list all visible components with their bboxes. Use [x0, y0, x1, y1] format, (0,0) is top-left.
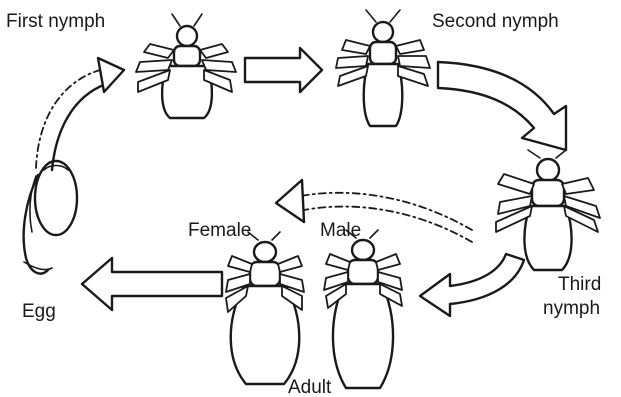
- label-adult: Adult: [288, 377, 332, 397]
- label-third-line1: Third: [558, 274, 601, 295]
- label-first-nymph: First nymph: [6, 11, 105, 32]
- first-nymph-illustration: [136, 14, 236, 118]
- arrow-third-to-male: [420, 254, 524, 316]
- arrow-first-to-second-nymph: [245, 48, 322, 92]
- arrow-second-to-third-nymph: [438, 62, 566, 150]
- label-second-nymph: Second nymph: [432, 11, 559, 32]
- egg-illustration: [24, 161, 77, 274]
- arrow-adults-to-egg: [82, 258, 222, 310]
- third-nymph-illustration: [496, 150, 600, 270]
- arrow-egg-to-first-nymph: [36, 58, 124, 170]
- second-nymph-illustration: [336, 10, 430, 126]
- male-adult-illustration: [324, 230, 402, 388]
- label-third-line2: nymph: [543, 298, 600, 319]
- label-female: Female: [188, 220, 251, 241]
- arrow-third-to-female-dashed: [276, 180, 472, 242]
- label-egg: Egg: [22, 301, 56, 322]
- female-adult-illustration: [226, 232, 304, 384]
